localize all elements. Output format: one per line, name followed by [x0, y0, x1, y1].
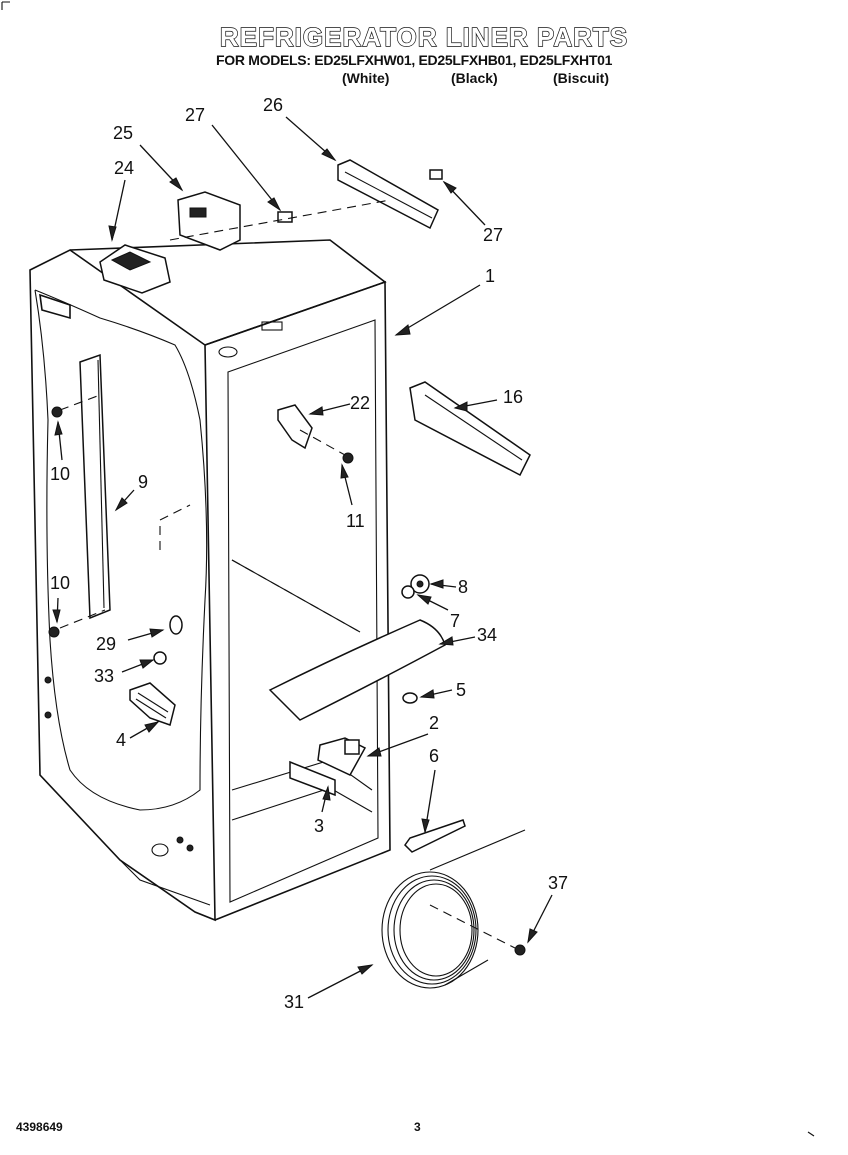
callout-5: 5 [456, 680, 466, 700]
shelf-part-34 [268, 619, 446, 721]
bracket-part-25 [177, 191, 241, 251]
variant-biscuit: (Biscuit) [553, 70, 609, 86]
bulb-part-33 [153, 651, 167, 665]
screw-part-27-right [429, 169, 443, 180]
knob-part-8 [410, 574, 430, 594]
callout-7: 7 [450, 611, 460, 631]
callout-31: 31 [284, 992, 304, 1012]
page-title: REFRIGERATOR LINER PARTS [219, 21, 629, 52]
bracket-part-3 [289, 760, 336, 797]
callout-6: 6 [429, 746, 439, 766]
variant-white: (White) [342, 70, 390, 86]
models-line: FOR MODELS: ED25LFXHW01, ED25LFXHB01, ED… [216, 52, 613, 68]
bracket-part-22 [277, 404, 313, 450]
callout-8: 8 [458, 577, 468, 597]
callout-27-right: 27 [483, 225, 503, 245]
bracket-part-2 [317, 737, 367, 776]
tubing-coil-part-31 [381, 829, 526, 989]
callout-24: 24 [114, 158, 134, 178]
callout-9: 9 [138, 472, 148, 492]
socket-part-29 [169, 615, 183, 635]
grille-part-4 [129, 682, 176, 726]
screw-part-11 [342, 452, 354, 464]
control-housing-part-24 [99, 244, 171, 294]
callout-25: 25 [113, 123, 133, 143]
knob-part-7 [401, 585, 415, 599]
duct-part-16 [409, 381, 531, 477]
callout-37: 37 [548, 873, 568, 893]
callout-1: 1 [485, 266, 495, 286]
callout-33: 33 [94, 666, 114, 686]
callout-16: 16 [503, 387, 523, 407]
callout-10-top: 10 [50, 464, 70, 484]
screw-part-37 [514, 944, 526, 956]
callout-26: 26 [263, 95, 283, 115]
liner-cabinet [29, 239, 391, 922]
callout-4: 4 [116, 730, 126, 750]
leader-lines [52, 116, 553, 999]
left-rail-part-9 [59, 353, 111, 629]
callout-10-bottom: 10 [50, 573, 70, 593]
callout-22: 22 [350, 393, 370, 413]
doc-number: 4398649 [16, 1120, 63, 1134]
tie-part-6 [404, 819, 466, 853]
grommet-part-5 [402, 692, 418, 704]
callout-2: 2 [429, 713, 439, 733]
callout-11: 11 [346, 511, 365, 531]
callout-3: 3 [314, 816, 324, 836]
page-number: 3 [414, 1120, 421, 1134]
screw-part-27-left [277, 211, 293, 223]
screw-part-10-top [51, 406, 63, 418]
callout-29: 29 [96, 634, 116, 654]
screw-part-10-bottom [48, 626, 60, 638]
shield-part-26 [337, 159, 439, 230]
variant-black: (Black) [451, 70, 498, 86]
callout-34: 34 [477, 625, 497, 645]
callout-27-left: 27 [185, 105, 205, 125]
